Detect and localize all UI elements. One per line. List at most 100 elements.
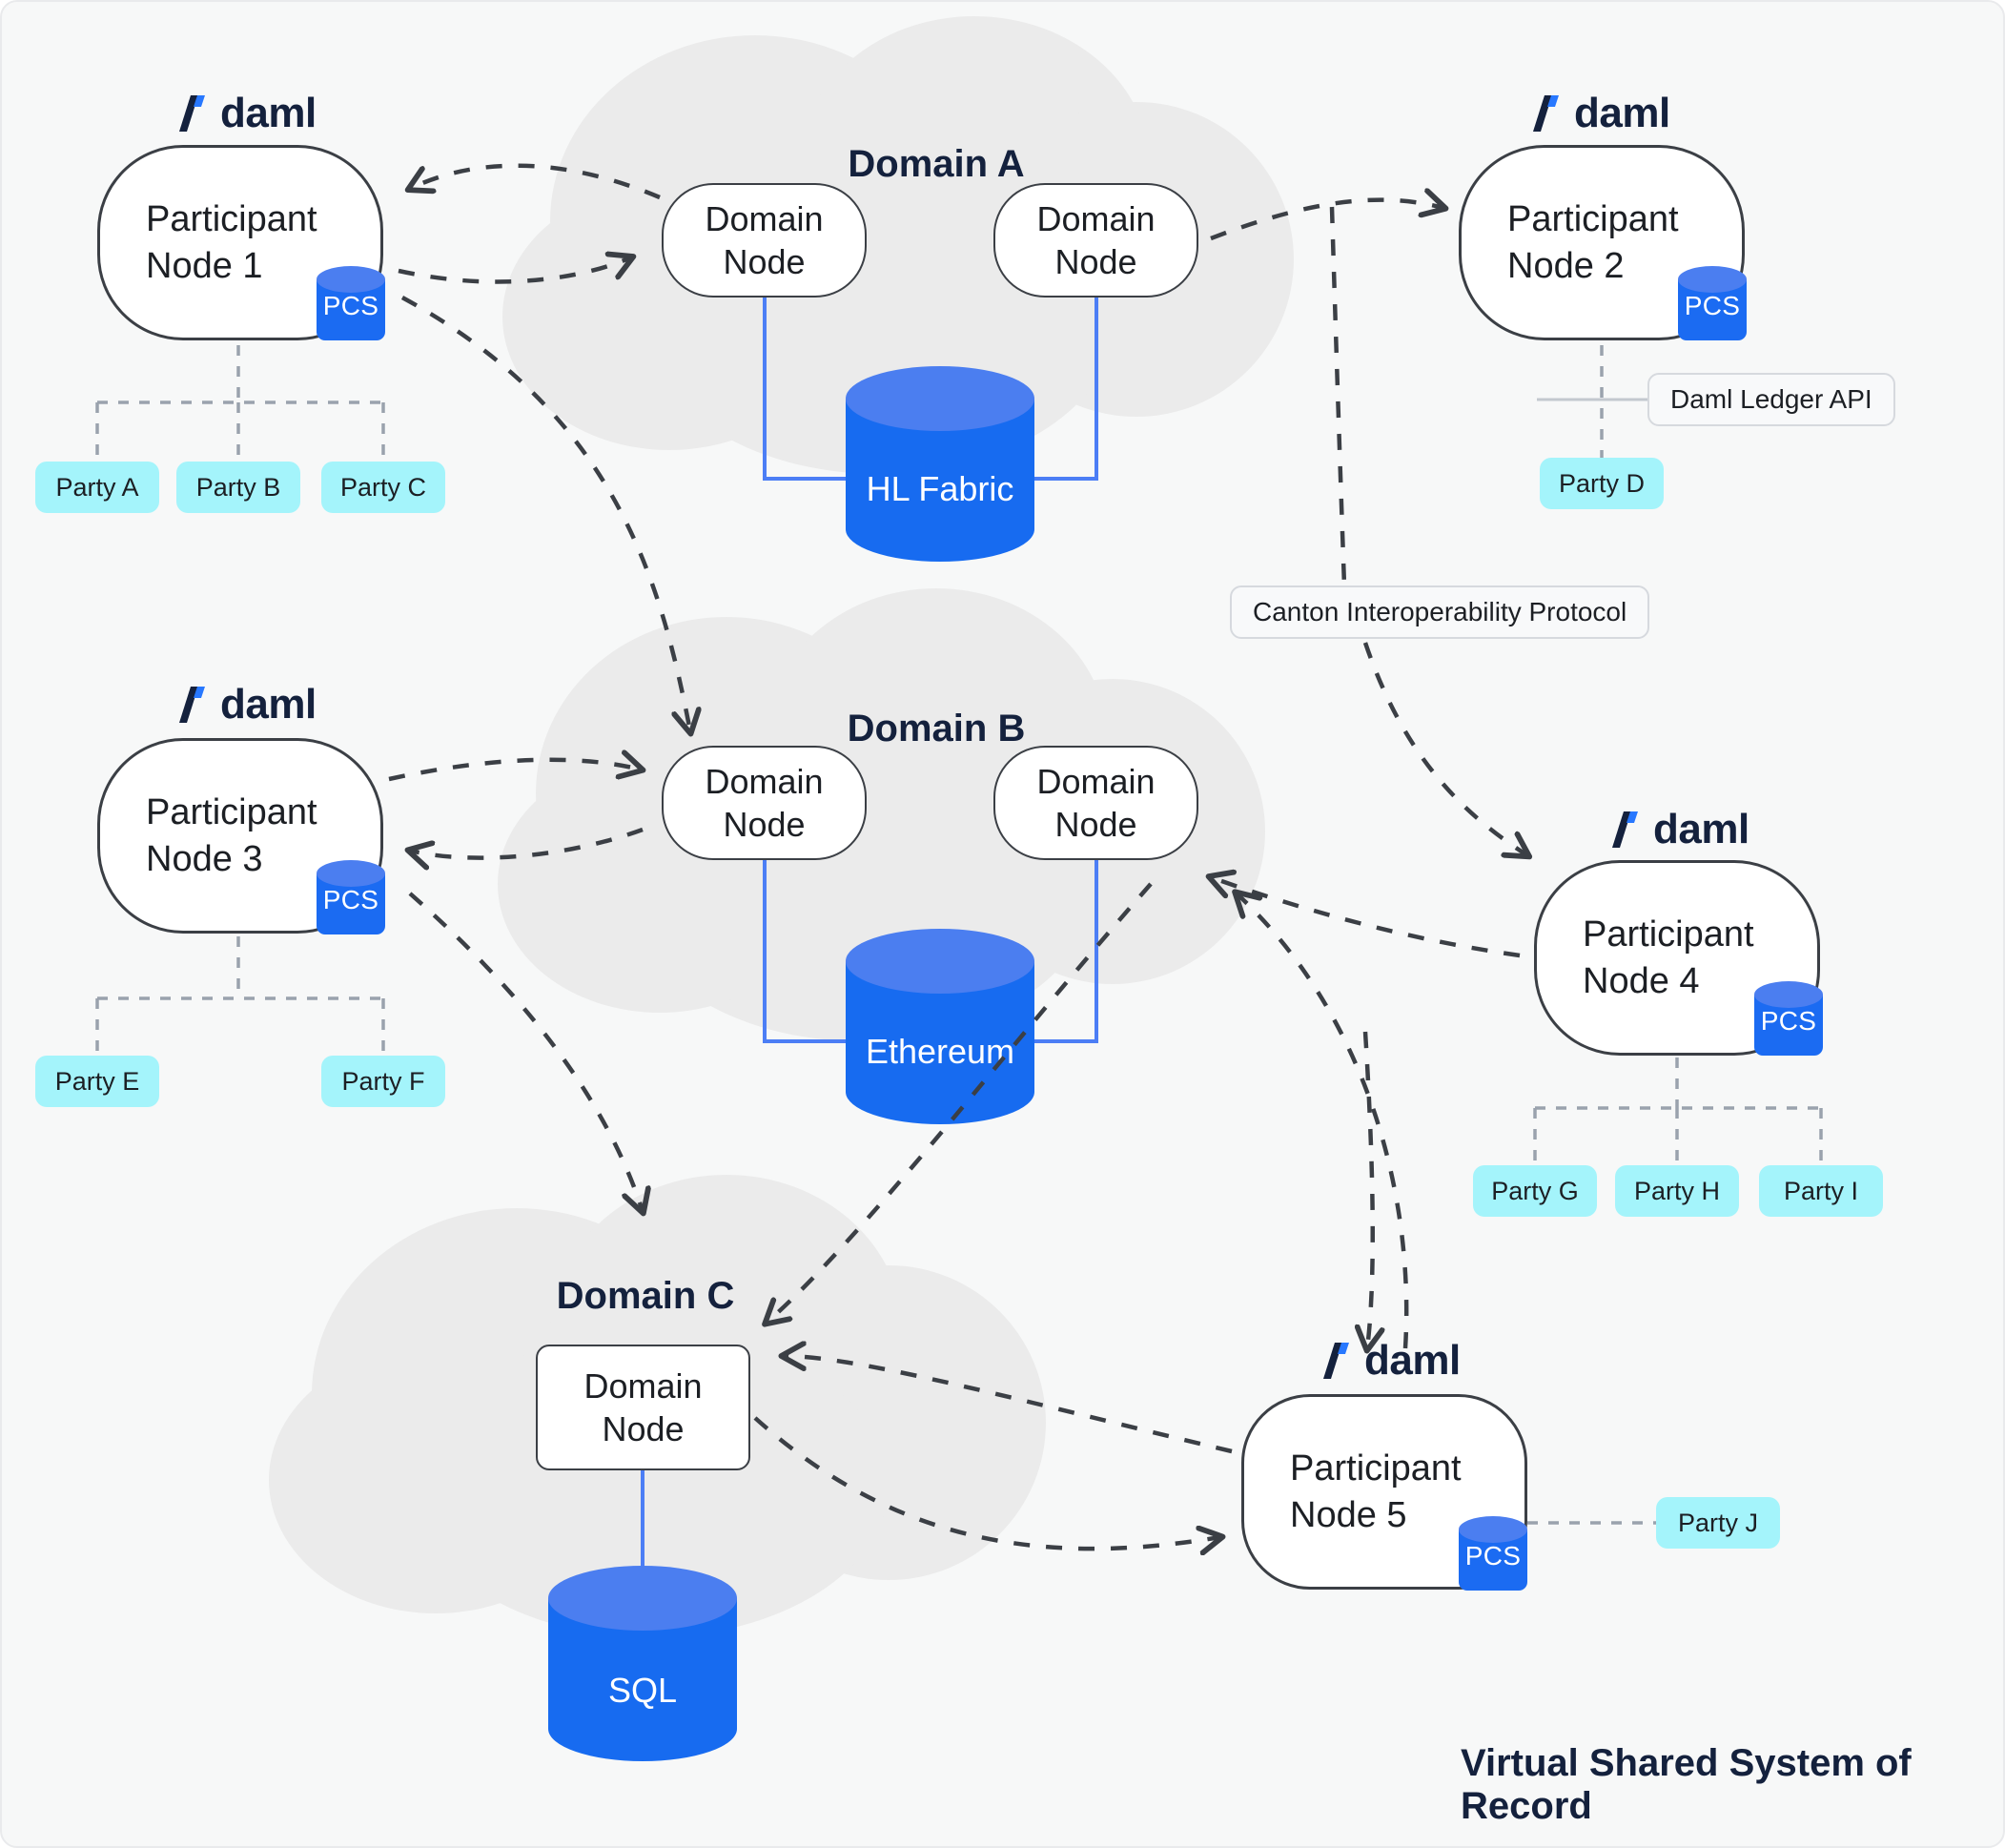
party-tree-pn4 (1533, 1037, 1823, 1165)
participant-label-line2: Node 2 (1507, 245, 1625, 286)
daml-logo-text: daml (1574, 90, 1670, 136)
cylinder-cap (548, 1566, 737, 1631)
domain-c-node-1[interactable]: Domain Node (536, 1345, 750, 1470)
ledger-label: HL Fabric (866, 469, 1014, 508)
arrow-pn2-to-canton (1329, 206, 1347, 586)
daml-logo-pn3: daml (178, 681, 317, 729)
arrow-pn4-to-pn5 (1365, 1031, 1373, 1348)
party-chip-a[interactable]: Party A (35, 462, 159, 513)
daml-mark-icon (178, 93, 211, 133)
ledger-label: SQL (607, 1671, 678, 1710)
callout-canton-interoperability-protocol: Canton Interoperability Protocol (1230, 585, 1650, 639)
arrow-domainC-to-pn5 (753, 1416, 1220, 1549)
arrow-pn4-to-domainB (1211, 877, 1521, 958)
arrow-domainA-to-pn2 (1210, 200, 1443, 241)
pcs-label: PCS (1760, 1006, 1817, 1036)
domain-node-label-line1: Domain (705, 762, 824, 801)
ledger-hl-fabric: HL Fabric (846, 366, 1034, 562)
domain-a-node-1[interactable]: Domain Node (662, 183, 867, 298)
domain-a-title: Domain A (848, 143, 1025, 185)
arrow-pn5-to-domainC (784, 1356, 1233, 1454)
domain-node-label-line2: Node (723, 805, 806, 844)
party-chip-j[interactable]: Party J (1656, 1497, 1780, 1549)
pcs-cap (1754, 981, 1823, 1008)
party-chip-c[interactable]: Party C (321, 462, 445, 513)
pcs-store-pn2: PCS (1678, 266, 1747, 340)
domain-node-label: Domain Node (1036, 197, 1155, 283)
daml-logo-text: daml (1364, 1337, 1461, 1384)
daml-logo-pn4: daml (1611, 806, 1749, 853)
domain-node-label: Domain Node (705, 760, 823, 846)
cylinder-cap (846, 366, 1034, 431)
domain-node-label: Domain Node (1036, 760, 1155, 846)
participant-label-line2: Node 5 (1290, 1494, 1407, 1535)
participant-label-line1: Participant (1290, 1448, 1462, 1489)
domain-node-label: Domain Node (583, 1365, 702, 1450)
pcs-label: PCS (1464, 1541, 1522, 1571)
daml-logo-text: daml (220, 681, 317, 728)
participant-label: Participant Node 4 (1583, 912, 1754, 1004)
participant-label: Participant Node 1 (146, 196, 317, 289)
pcs-store-pn4: PCS (1754, 981, 1823, 1056)
pcs-label: PCS (322, 291, 379, 320)
pcs-cap (1678, 266, 1747, 293)
domain-node-label-line1: Domain (1036, 199, 1156, 238)
ledger-ethereum: Ethereum (846, 929, 1034, 1124)
cylinder-cap (846, 929, 1034, 994)
pcs-store-pn5: PCS (1459, 1516, 1527, 1591)
participant-node-3[interactable]: Participant Node 3 (97, 738, 383, 934)
arrow-pn1-to-domainA (398, 257, 631, 284)
arrow-canton-to-pn4 (1362, 642, 1527, 855)
connector-domain-a-right (1030, 298, 1098, 481)
domain-node-label-line2: Node (1054, 805, 1137, 844)
participant-label-line2: Node 4 (1583, 960, 1700, 1001)
domain-node-label-line2: Node (1054, 242, 1137, 281)
domain-node-label-line1: Domain (705, 199, 824, 238)
daml-mark-icon (1322, 1341, 1355, 1381)
domain-c-title: Domain C (556, 1275, 735, 1317)
pcs-cap (1459, 1516, 1527, 1543)
arrow-pn5-to-pn4 (1237, 893, 1409, 1349)
party-chip-f[interactable]: Party F (321, 1056, 445, 1107)
daml-logo-text: daml (220, 90, 317, 136)
footer-title: Virtual Shared System of Record (1461, 1742, 1912, 1827)
domain-node-label-line1: Domain (583, 1366, 703, 1406)
daml-mark-icon (1532, 93, 1565, 133)
party-tree-pn1 (95, 345, 385, 462)
ledger-label: Ethereum (865, 1032, 1015, 1071)
callout-daml-ledger-api: Daml Ledger API (1647, 373, 1895, 426)
pcs-store-pn1: PCS (317, 266, 385, 340)
party-chip-b[interactable]: Party B (176, 462, 300, 513)
connector-domain-b-right (1030, 860, 1098, 1043)
party-chip-d[interactable]: Party D (1540, 458, 1664, 509)
arrow-pn3-to-domainB (388, 760, 641, 782)
daml-logo-pn1: daml (178, 90, 317, 137)
domain-node-label-line1: Domain (1036, 762, 1156, 801)
arrow-pn1-to-domainB (400, 296, 690, 731)
party-chip-i[interactable]: Party I (1759, 1165, 1883, 1217)
domain-b-node-1[interactable]: Domain Node (662, 746, 867, 860)
arrow-domainB-to-pn3 (410, 827, 644, 858)
party-tree-pn3 (95, 936, 385, 1056)
participant-label: Participant Node 5 (1290, 1446, 1462, 1538)
party-chip-e[interactable]: Party E (35, 1056, 159, 1107)
participant-label-line2: Node 1 (146, 245, 263, 286)
participant-label-line1: Participant (1583, 914, 1754, 955)
daml-logo-pn2: daml (1532, 90, 1670, 137)
participant-label-line1: Participant (1507, 198, 1679, 239)
arrow-domainA-to-pn1 (410, 163, 661, 200)
daml-mark-icon (178, 685, 211, 725)
party-chip-h[interactable]: Party H (1615, 1165, 1739, 1217)
domain-node-label-line2: Node (723, 242, 806, 281)
domain-b-node-2[interactable]: Domain Node (993, 746, 1198, 860)
pcs-cap (317, 266, 385, 293)
domain-node-label: Domain Node (705, 197, 823, 283)
domain-b-title: Domain B (847, 708, 1026, 749)
daml-logo-pn5: daml (1322, 1337, 1461, 1385)
domain-node-label-line2: Node (602, 1409, 685, 1448)
participant-label-line1: Participant (146, 198, 317, 239)
party-chip-g[interactable]: Party G (1473, 1165, 1597, 1217)
arrow-pn3-to-domainC (408, 892, 643, 1211)
domain-a-node-2[interactable]: Domain Node (993, 183, 1198, 298)
participant-label-line2: Node 3 (146, 838, 263, 879)
